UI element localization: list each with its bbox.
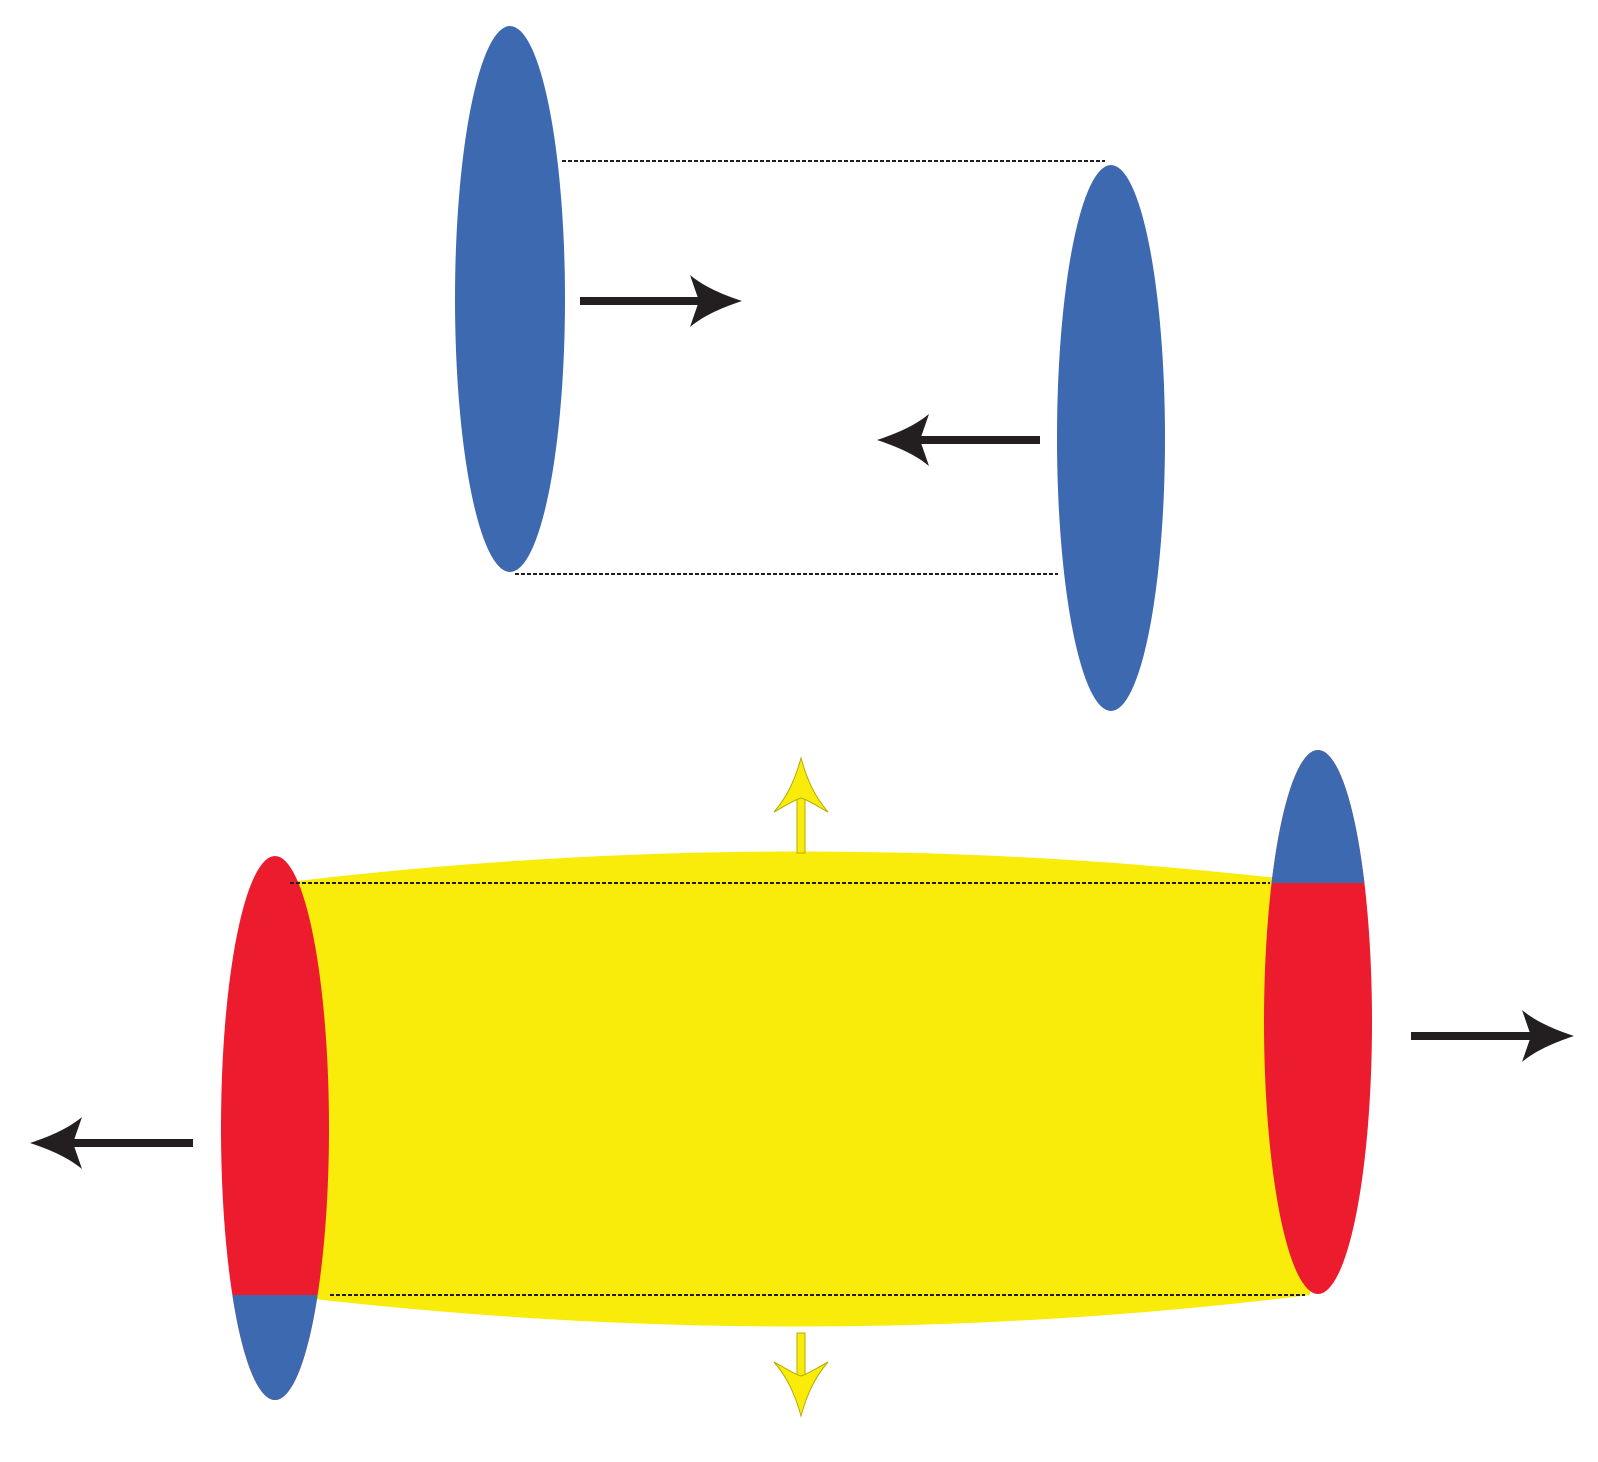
emission-arrow-down-icon	[773, 1332, 829, 1418]
left-nucleus	[455, 26, 565, 572]
arrow-right-icon	[580, 275, 742, 327]
fireball-region	[280, 851, 1320, 1327]
after-collision-stage	[30, 750, 1574, 1418]
before-collision-stage	[455, 26, 1165, 711]
right-spectator-region	[1264, 750, 1372, 883]
arrow-right-after-icon	[1411, 1010, 1574, 1062]
right-nucleus	[1057, 165, 1165, 711]
arrow-left-after-icon	[30, 1117, 193, 1169]
emission-arrow-up-icon	[773, 756, 829, 854]
left-spectator-region	[221, 1295, 329, 1400]
arrow-left-icon	[877, 414, 1040, 466]
